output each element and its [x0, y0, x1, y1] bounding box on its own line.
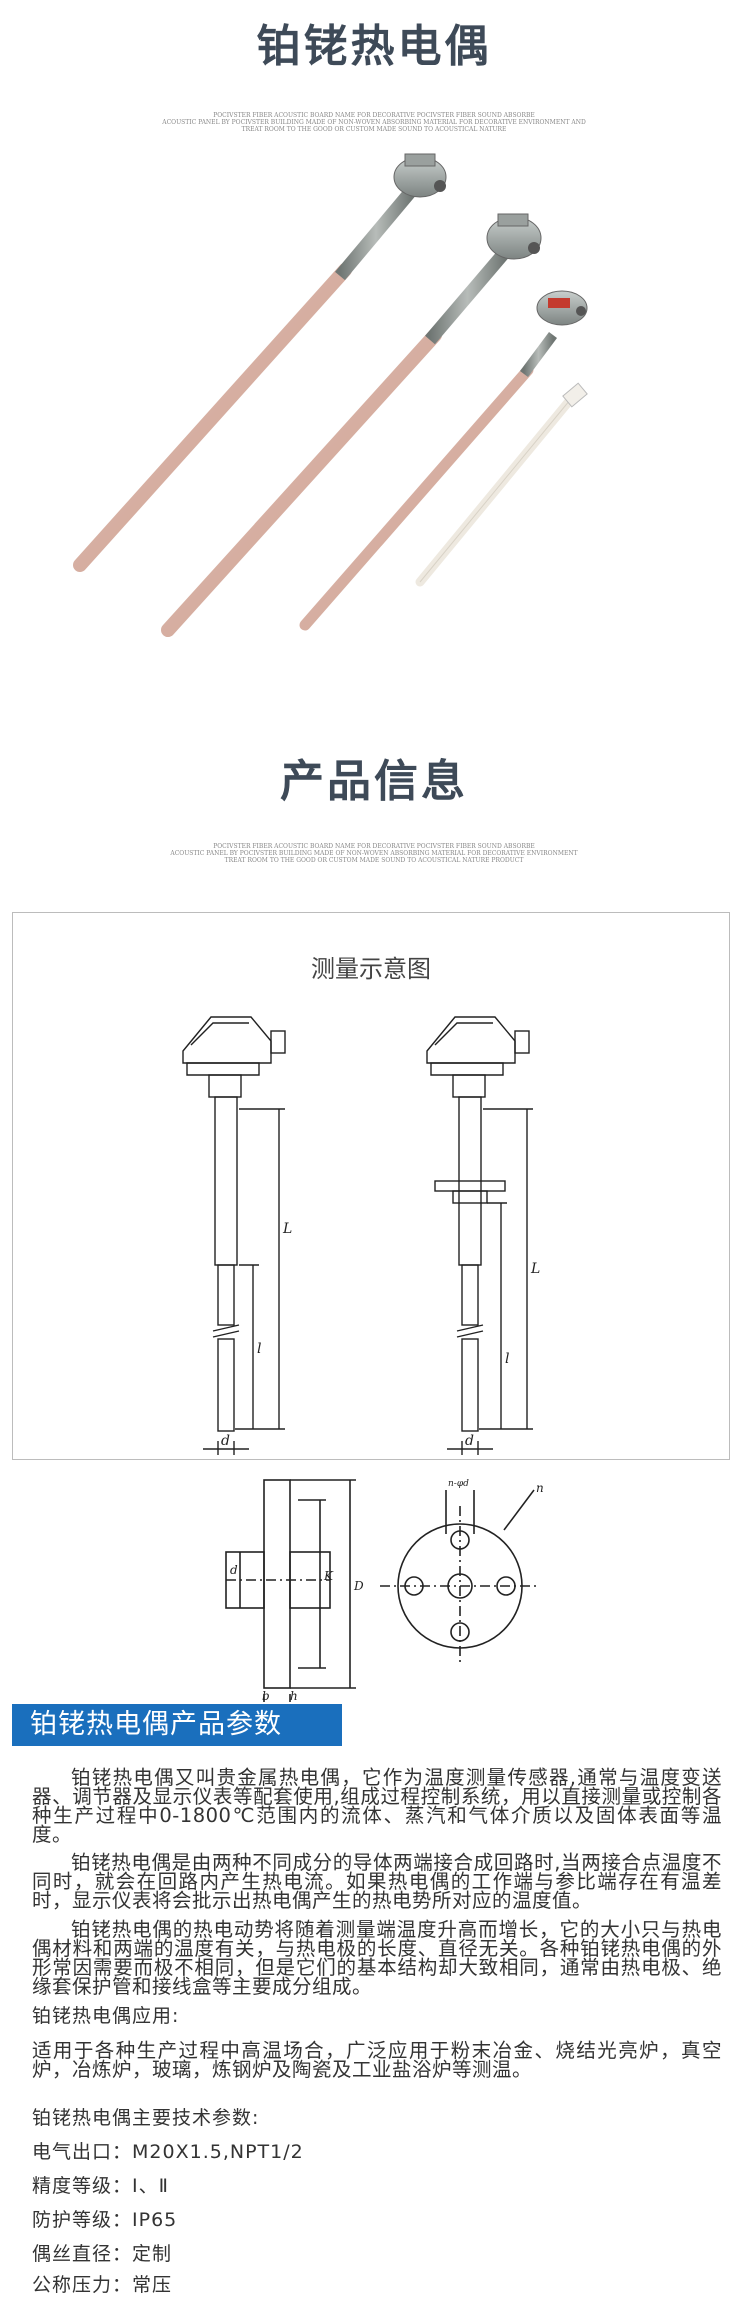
specs-title: 铂铑热电偶主要技术参数: — [32, 2107, 260, 2129]
spec-key: 偶丝直径 — [32, 2243, 113, 2265]
spec-row: 公称压力：常压 — [32, 2274, 173, 2296]
spec-key: 精度等级 — [32, 2175, 113, 2197]
measurement-diagram: 测量示意图 — [12, 912, 730, 1460]
spec-value: 常压 — [132, 2274, 173, 2296]
params-title-bar: 铂铑热电偶产品参数 — [12, 1704, 342, 1746]
page-title: 铂铑热电偶 — [256, 21, 492, 72]
intro-paragraph-1: 铂铑热电偶又叫贵金属热电偶，它作为温度测量传感器,通常与温度变送器、调节器及显示… — [32, 1766, 722, 1846]
application-text: 适用于各种生产过程中高温场合，广泛应用于粉末冶金、烧结光亮炉，真空炉，冶炼炉，玻… — [32, 2039, 722, 2081]
dim-label-l-left: l — [257, 1341, 261, 1357]
flange-label-b: b — [262, 1689, 270, 1702]
decorative-caption-2: POCIVSTER FIBER ACOUSTIC BOARD NAME FOR … — [170, 843, 578, 864]
product-photo — [73, 153, 588, 637]
spec-key: 电气出口 — [32, 2141, 113, 2163]
application-label: 铂铑热电偶应用: — [32, 2005, 180, 2027]
intro-paragraph-3: 铂铑热电偶的热电动势将随着测量端温度升高而增长，它的大小只与热电偶材料和两端的温… — [32, 1918, 722, 1998]
flange-label-K: K — [323, 1569, 334, 1583]
diagram-thermocouple-right — [426, 1016, 530, 1432]
section-title: 产品信息 — [280, 756, 468, 807]
decorative-caption-1: POCIVSTER FIBER ACOUSTIC BOARD NAME FOR … — [162, 112, 586, 133]
spec-value: Ⅰ、Ⅱ — [132, 2175, 169, 2197]
thermocouple-3 — [299, 290, 588, 631]
intro-paragraph-2: 铂铑热电偶是由两种不同成分的导体两端接合成回路时,当两接合点温度不同时，就会在回… — [32, 1851, 722, 1912]
diagram-thermocouple-left — [182, 1016, 286, 1432]
spec-key: 防护等级 — [32, 2209, 113, 2231]
flange-label-h: h — [290, 1689, 298, 1702]
flange-label-hole: n-φd — [448, 1479, 469, 1489]
dim-label-L-right: L — [530, 1261, 540, 1277]
flange-label-d: d — [230, 1563, 238, 1577]
diagram-title: 测量示意图 — [311, 955, 431, 983]
spec-value: 定制 — [132, 2243, 173, 2265]
dim-label-d-left: d — [221, 1433, 230, 1449]
thermocouple-4 — [415, 382, 588, 587]
thermocouple-2 — [161, 213, 542, 637]
spec-row: 偶丝直径：定制 — [32, 2243, 173, 2265]
flange-label-n: n — [536, 1481, 544, 1495]
spec-value: M20X1.5,NPT1/2 — [132, 2141, 304, 2163]
thermocouple-1 — [73, 153, 447, 572]
spec-key: 公称压力 — [32, 2274, 113, 2296]
dim-label-d-right: d — [465, 1433, 474, 1449]
flange-drawing: D K d b h n n-φd — [225, 1479, 544, 1702]
diagram-drawing: L l d L l d — [182, 1016, 540, 1455]
spec-row: 防护等级：IP65 — [32, 2209, 178, 2231]
spec-row: 精度等级：Ⅰ、Ⅱ — [32, 2175, 169, 2197]
dim-label-l-right: l — [505, 1351, 509, 1367]
spec-row: 电气出口：M20X1.5,NPT1/2 — [32, 2141, 304, 2163]
flange-label-D: D — [353, 1579, 364, 1593]
dim-label-L-left: L — [282, 1221, 292, 1237]
spec-value: IP65 — [132, 2209, 178, 2231]
